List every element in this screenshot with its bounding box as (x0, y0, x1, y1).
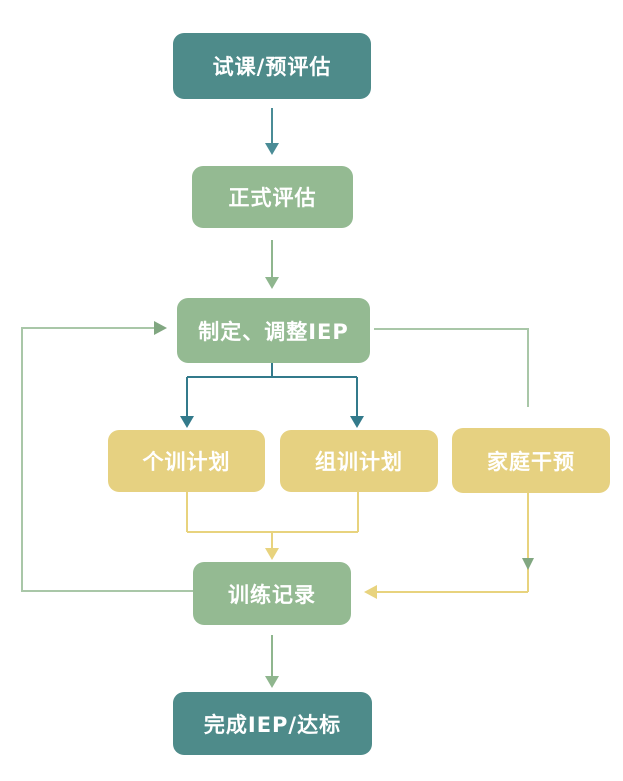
arrow-down-icon (265, 548, 279, 560)
node-group-training-plan: 组训计划 (280, 430, 438, 492)
connector-iep-to-individual-and-group (180, 363, 364, 428)
arrow-down-icon (265, 676, 279, 688)
node-label: 训练记录 (228, 582, 316, 607)
node-training-record: 训练记录 (193, 562, 351, 625)
arrow-down-icon (350, 416, 364, 428)
arrow-down-icon (265, 143, 279, 155)
node-formal-assessment: 正式评估 (192, 166, 353, 228)
node-label: 制定、调整IEP (198, 319, 349, 344)
node-label: 完成IEP/达标 (203, 712, 342, 737)
node-create-adjust-iep: 制定、调整IEP (177, 298, 370, 363)
node-label: 正式评估 (228, 186, 317, 210)
connector-formal-to-iep (265, 240, 279, 289)
arrow-down-icon (265, 277, 279, 289)
connector-individual-group-to-record (186, 492, 359, 560)
connector-iep-to-family (374, 328, 529, 407)
arrow-left-icon (364, 585, 377, 599)
node-family-intervention: 家庭干预 (452, 428, 610, 493)
node-trial-pre-assessment: 试课/预评估 (173, 33, 371, 99)
arrow-down-icon (522, 558, 534, 570)
node-label: 试课/预评估 (212, 55, 332, 79)
node-complete-iep: 完成IEP/达标 (173, 692, 372, 755)
connector-trial-to-formal (265, 108, 279, 155)
node-individual-training-plan: 个训计划 (108, 430, 265, 492)
connector-family-to-record (364, 493, 534, 599)
node-label: 组训计划 (315, 450, 403, 474)
node-label: 家庭干预 (487, 449, 575, 474)
arrow-right-icon (154, 321, 167, 335)
connector-record-to-complete (265, 635, 279, 688)
node-label: 个训计划 (142, 450, 231, 474)
arrow-down-icon (180, 416, 194, 428)
